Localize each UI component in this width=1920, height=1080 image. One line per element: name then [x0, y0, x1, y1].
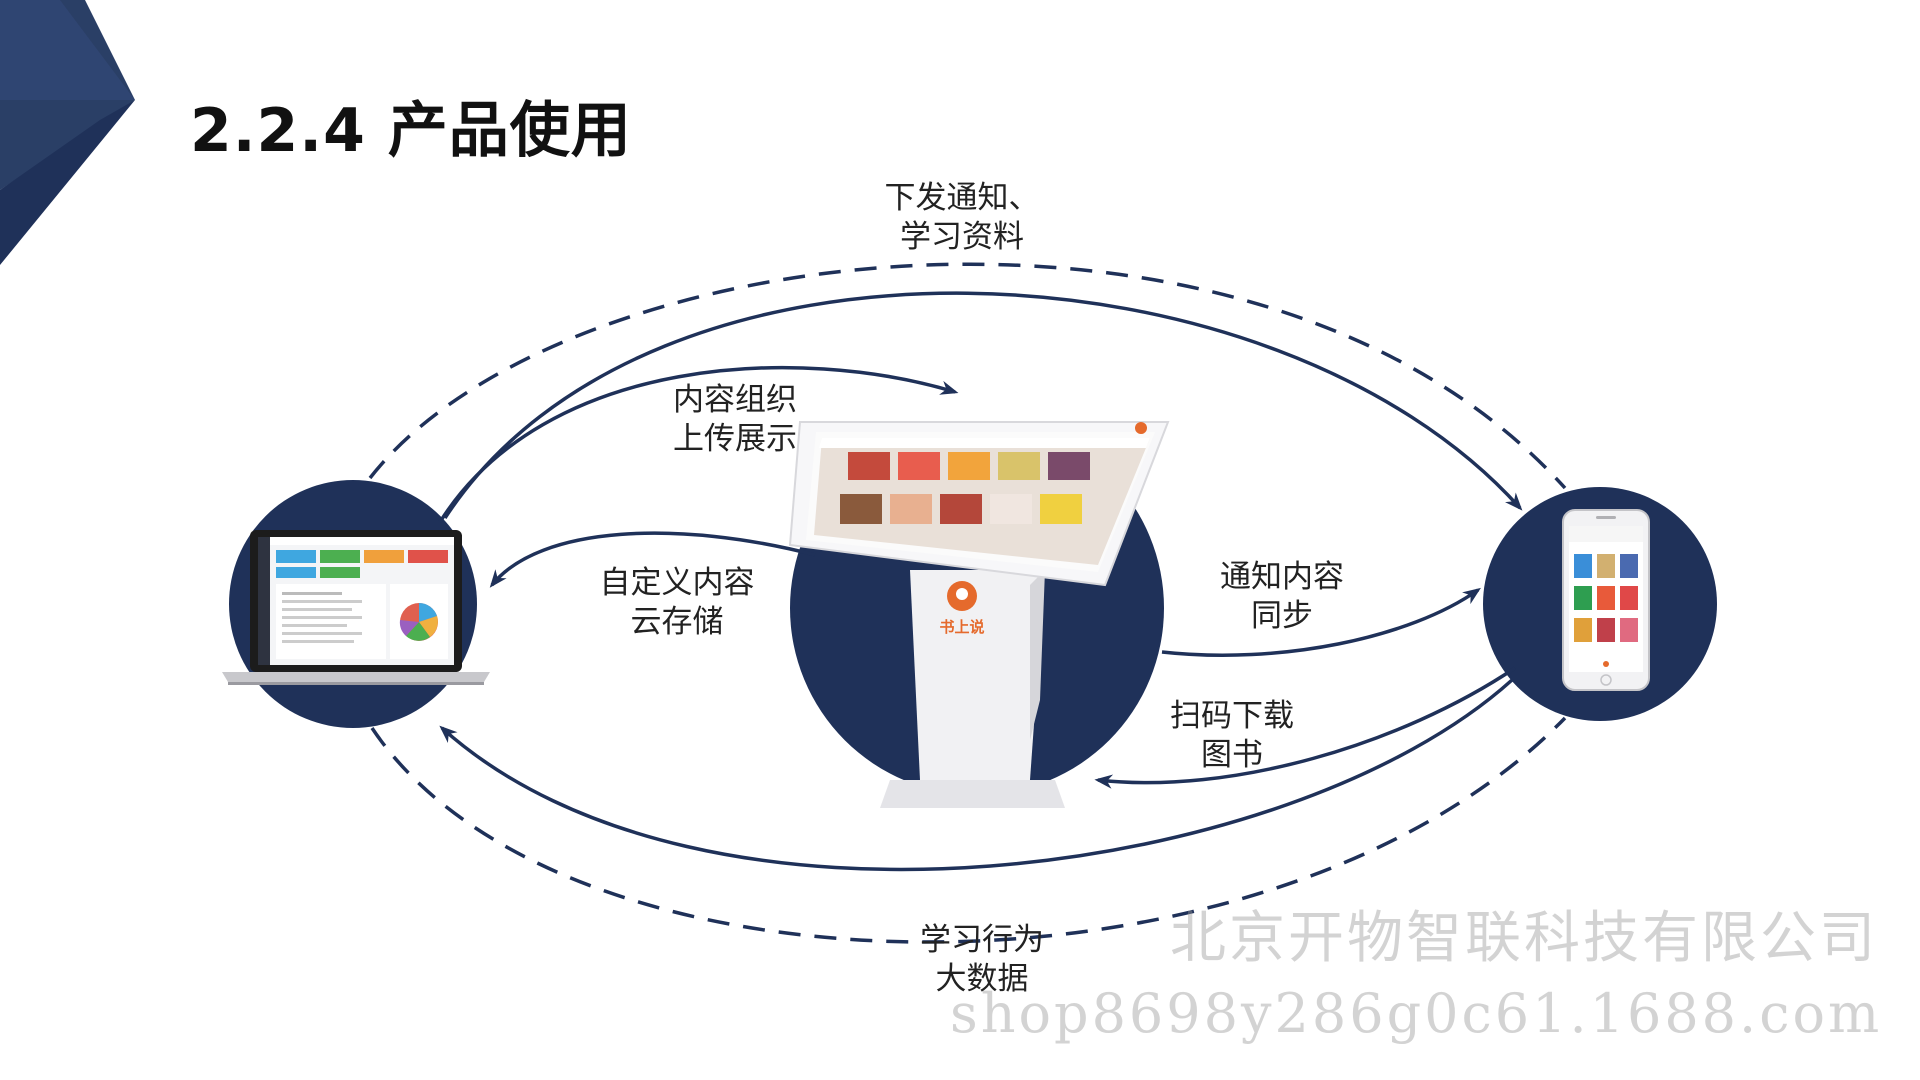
- arrow-phone-to-laptop: [439, 678, 1514, 872]
- smartphone-app-icon: [1562, 509, 1650, 691]
- label-upload-display: 内容组织 上传展示: [673, 381, 797, 459]
- arrow-laptop-to-kiosk: [438, 365, 959, 523]
- label-line: 学习资料: [900, 219, 1024, 255]
- dashed-loop-bottom: [370, 716, 1567, 944]
- touchscreen-kiosk-icon: [788, 421, 1170, 808]
- label-sync-notify: 通知内容 同步: [1220, 558, 1344, 636]
- label-line: 图书: [1201, 737, 1263, 773]
- label-behavior-data: 学习行为 大数据: [920, 921, 1044, 999]
- dashed-loop-top: [368, 262, 1567, 490]
- label-line: 下发通知、: [884, 180, 1040, 216]
- watermark-shop-url: shop8698y286g0c61.1688.com: [950, 982, 1883, 1045]
- label-line: 大数据: [935, 961, 1029, 997]
- watermark-company: 北京开物智联科技有限公司: [1170, 906, 1878, 971]
- label-line: 通知内容: [1220, 559, 1344, 595]
- label-cloud-storage: 自定义内容 云存储: [600, 564, 755, 642]
- arrow-phone-to-kiosk: [1094, 666, 1516, 789]
- label-line: 自定义内容: [599, 565, 755, 601]
- label-scan-download: 扫码下载 图书: [1170, 697, 1294, 775]
- label-notify-materials: 下发通知、 学习资料: [885, 179, 1040, 257]
- corner-decoration: [0, 0, 135, 265]
- label-line: 云存储: [630, 604, 724, 640]
- arrow-kiosk-to-laptop: [489, 531, 816, 588]
- label-line: 学习行为: [920, 922, 1044, 958]
- laptop-dashboard-icon: [222, 530, 490, 685]
- arrow-kiosk-to-phone: [1161, 587, 1481, 657]
- label-line: 扫码下载: [1170, 698, 1294, 734]
- page-title: 2.2.4 产品使用: [190, 96, 632, 166]
- arrow-laptop-to-phone: [443, 291, 1523, 519]
- label-line: 上传展示: [673, 421, 797, 457]
- kiosk-brand-label: 书上说: [939, 618, 984, 636]
- label-line: 同步: [1251, 598, 1313, 634]
- label-line: 内容组织: [673, 382, 797, 418]
